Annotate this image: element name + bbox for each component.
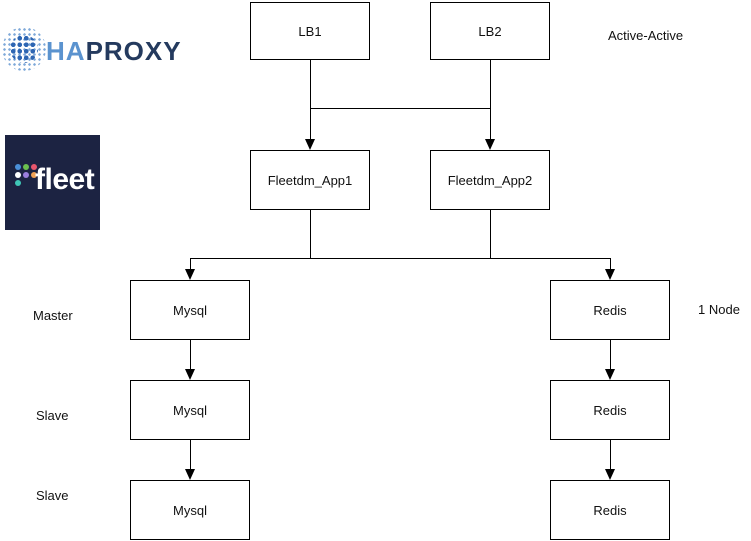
haproxy-logo-text-proxy: PROXY (85, 36, 182, 66)
node-fleetdm-app2-label: Fleetdm_App2 (447, 172, 533, 188)
fleet-dot-icon (15, 180, 21, 186)
connector-app2-bus (490, 210, 491, 258)
arrowhead-into-app2 (485, 139, 495, 150)
arrowhead-into-redis-2 (605, 369, 615, 380)
node-mysql-slave-2: Mysql (130, 480, 250, 540)
connector-redis-1-2 (610, 340, 611, 370)
node-mysql-slave-1-label: Mysql (173, 402, 207, 418)
fleet-dot-icon (23, 172, 29, 178)
connector-bus-mysql (190, 258, 191, 270)
node-redis-3-label: Redis (593, 502, 627, 518)
connector-lb1-app1 (310, 60, 311, 140)
node-fleetdm-app2: Fleetdm_App2 (430, 150, 550, 210)
node-redis-1-label: Redis (593, 302, 627, 318)
connector-mysql-slave1-slave2 (190, 440, 191, 470)
haproxy-ball-core-icon (10, 35, 38, 63)
node-redis-1: Redis (550, 280, 670, 340)
arrowhead-into-mysql-slave-1 (185, 369, 195, 380)
connector-db-bus (190, 258, 611, 259)
label-slave-1: Slave (36, 408, 69, 423)
node-mysql-slave-2-label: Mysql (173, 502, 207, 518)
fleet-dot-icon (31, 172, 37, 178)
label-active-active: Active-Active (608, 28, 684, 43)
label-one-node: 1 Node (698, 302, 740, 317)
haproxy-logo: HAPROXY (2, 25, 212, 75)
node-redis-2-label: Redis (593, 402, 627, 418)
node-lb1: LB1 (250, 2, 370, 60)
fleet-dot-icon (23, 164, 29, 170)
connector-app1-bus (310, 210, 311, 258)
connector-bus-redis (610, 258, 611, 270)
node-mysql-master-label: Mysql (173, 302, 207, 318)
fleet-logo-text: fleet (35, 163, 95, 196)
node-lb1-label: LB1 (298, 23, 322, 39)
node-mysql-slave-1: Mysql (130, 380, 250, 440)
arrowhead-into-mysql-slave-2 (185, 469, 195, 480)
connector-lb2-app2 (490, 60, 491, 140)
connector-mysql-master-slave1 (190, 340, 191, 370)
haproxy-logo-text: HAPROXY (46, 36, 182, 67)
haproxy-logo-text-ha: HA (46, 36, 86, 66)
node-redis-3: Redis (550, 480, 670, 540)
fleet-dot-icon (31, 164, 37, 170)
node-fleetdm-app1-label: Fleetdm_App1 (267, 172, 353, 188)
arrowhead-into-app1 (305, 139, 315, 150)
haproxy-ball-icon (2, 27, 46, 71)
connector-lb-crosslink (310, 108, 491, 109)
arrowhead-into-redis-1 (605, 269, 615, 280)
label-slave-2: Slave (36, 488, 69, 503)
fleet-logo: fleet (5, 135, 100, 230)
node-mysql-master: Mysql (130, 280, 250, 340)
node-lb2-label: LB2 (478, 23, 502, 39)
arrowhead-into-redis-3 (605, 469, 615, 480)
label-master: Master (33, 308, 73, 323)
node-redis-2: Redis (550, 380, 670, 440)
fleet-dot-icon (15, 172, 21, 178)
connector-redis-2-3 (610, 440, 611, 470)
node-lb2: LB2 (430, 2, 550, 60)
fleet-dot-icon (15, 164, 21, 170)
arrowhead-into-mysql-master (185, 269, 195, 280)
node-fleetdm-app1: Fleetdm_App1 (250, 150, 370, 210)
